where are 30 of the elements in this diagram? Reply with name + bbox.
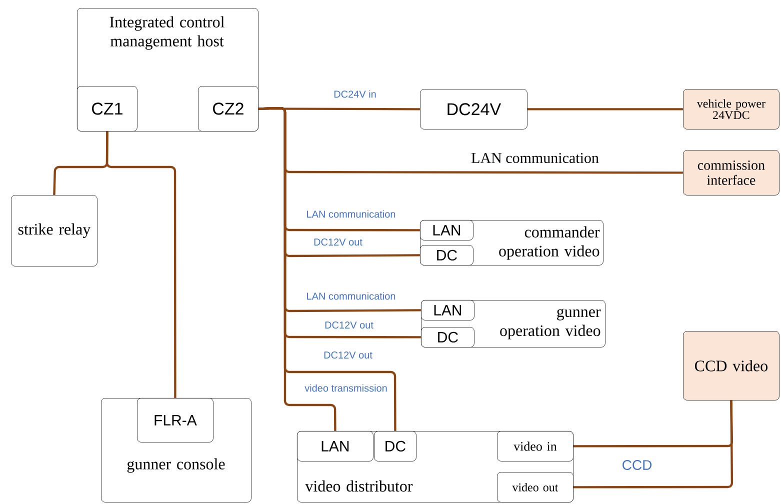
port-box: video out — [497, 472, 574, 502]
cable-line — [527, 108, 683, 110]
cable-line — [258, 108, 420, 110]
edge-label: DC12V out — [324, 320, 374, 330]
edge-label: video transmission — [304, 383, 388, 393]
port-box: LAN — [420, 220, 474, 240]
edge-label: LAN communication — [470, 152, 600, 164]
connector-box: FLR-A — [137, 398, 214, 442]
cable-line — [573, 400, 734, 488]
edge-label: DC12V out — [312, 237, 364, 247]
port-box: DC — [374, 431, 416, 462]
edge-label: DC12V out — [322, 350, 374, 360]
port-box: DC — [420, 245, 474, 266]
power-box: DC24V — [420, 89, 528, 130]
interface-box: commission interface — [683, 150, 780, 196]
cable-line — [258, 107, 336, 432]
edge-label: LAN communication — [305, 209, 397, 219]
edge-label: LAN communication — [305, 291, 397, 301]
port-box: DC — [421, 327, 474, 348]
power-source-box: vehicle power 24VDC — [683, 89, 780, 130]
port-box: LAN — [297, 431, 374, 462]
edge-label: CCD — [620, 459, 654, 471]
camera-box: CCD video — [683, 331, 780, 400]
connector-box: CZ2 — [198, 86, 258, 132]
port-box: video in — [497, 431, 574, 462]
relay-box: strike relay — [11, 195, 98, 266]
port-box: LAN — [421, 300, 474, 320]
connector-box: CZ1 — [77, 86, 138, 132]
edge-label: DC24V in — [332, 89, 378, 99]
cable-line — [106, 131, 176, 398]
